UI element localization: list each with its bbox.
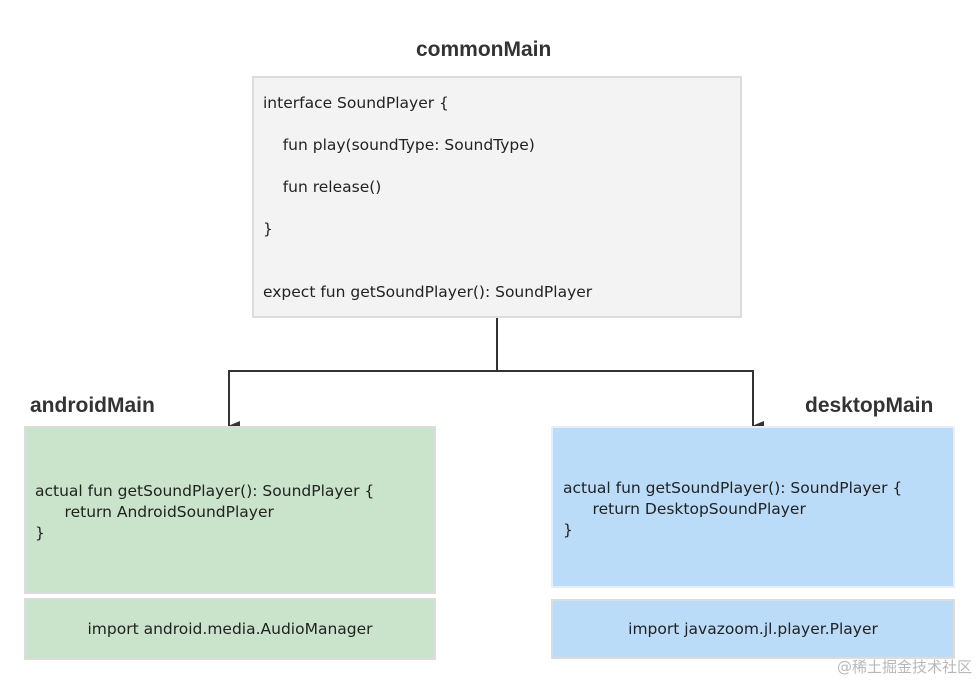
code-line: return DesktopSoundPlayer: [563, 500, 806, 518]
desktop-import-text: import javazoom.jl.player.Player: [628, 620, 878, 638]
code-line: }: [563, 521, 573, 539]
code-line: interface SoundPlayer {: [263, 94, 449, 112]
android-import-text: import android.media.AudioManager: [87, 620, 373, 638]
android-import-box: import android.media.AudioManager: [24, 598, 436, 660]
watermark-text: @稀土掘金技术社区: [836, 658, 972, 676]
common-main-title: commonMain: [416, 38, 552, 61]
desktop-main-title: desktopMain: [805, 394, 934, 417]
desktop-import-box: import javazoom.jl.player.Player: [551, 599, 955, 659]
code-line: fun play(soundType: SoundType): [263, 136, 535, 154]
code-line: return AndroidSoundPlayer: [35, 503, 274, 521]
code-line: fun release(): [263, 178, 382, 196]
common-main-box: interface SoundPlayer { fun play(soundTy…: [252, 76, 742, 318]
code-line: actual fun getSoundPlayer(): SoundPlayer…: [35, 482, 375, 500]
code-line: }: [263, 220, 273, 238]
desktop-main-box: actual fun getSoundPlayer(): SoundPlayer…: [551, 426, 955, 588]
android-main-title: androidMain: [30, 394, 155, 417]
code-line: }: [35, 524, 45, 542]
code-line: expect fun getSoundPlayer(): SoundPlayer: [263, 283, 593, 301]
code-line: actual fun getSoundPlayer(): SoundPlayer…: [563, 479, 903, 497]
android-main-box: actual fun getSoundPlayer(): SoundPlayer…: [24, 426, 436, 594]
